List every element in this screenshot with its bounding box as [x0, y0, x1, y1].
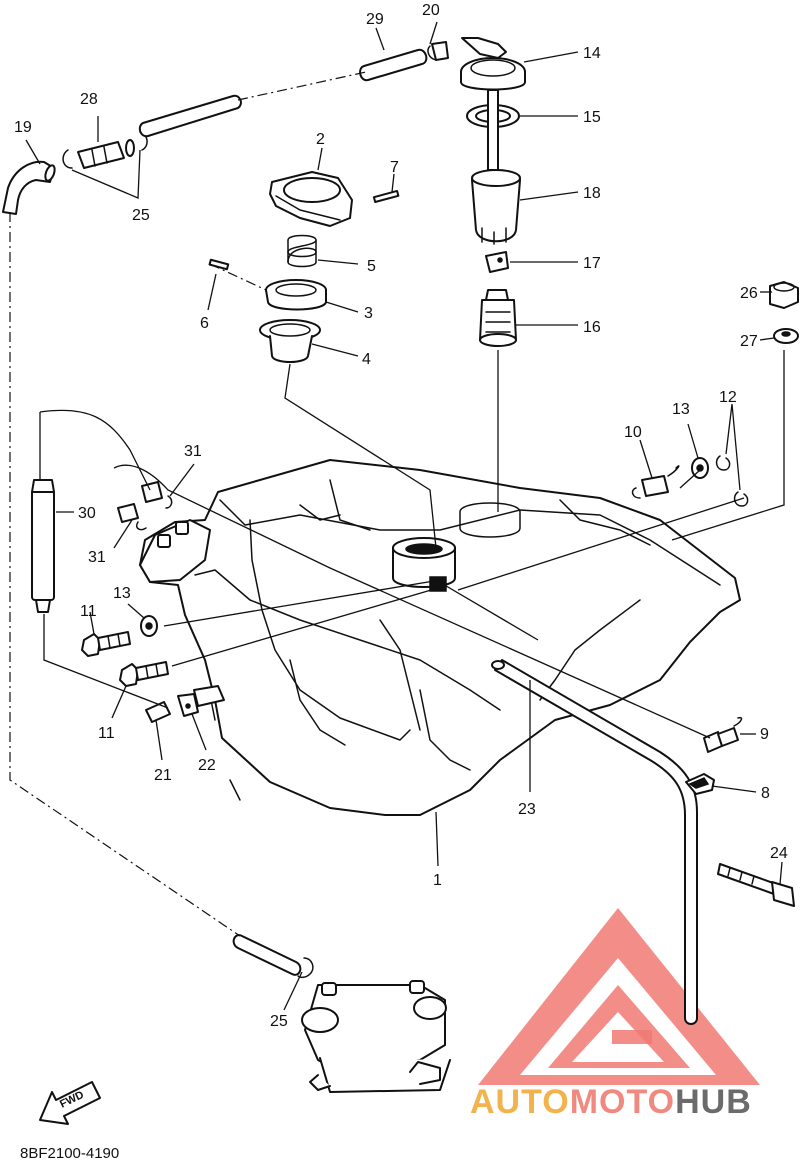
- callout-29: 29: [366, 11, 384, 28]
- bolt-11-lower: [119, 661, 169, 687]
- clip-22: [177, 693, 199, 717]
- fuel-valve-cap-14: [460, 37, 526, 91]
- bolt-11-upper: [81, 631, 131, 657]
- fitting-9: [703, 716, 743, 753]
- callout-10: 10: [624, 424, 642, 441]
- watermark-part-auto: AUTO: [470, 1083, 570, 1121]
- callout-3: 3: [364, 305, 373, 322]
- fwd-arrow-icon: FWD: [39, 1081, 101, 1125]
- clip-17: [485, 251, 509, 273]
- vent-pipe: [491, 659, 698, 1025]
- callout-11-upper: 11: [80, 603, 97, 620]
- callout-24: 24: [770, 845, 788, 862]
- callout-4: 4: [362, 351, 371, 368]
- washer-27: [773, 328, 799, 344]
- strainer-18: [471, 169, 521, 245]
- callout-28: 28: [80, 91, 98, 108]
- clip-12: [715, 455, 749, 507]
- washer-13-left: [140, 615, 158, 637]
- pin-6: [208, 258, 230, 271]
- diagram-code: 8BF2100-4190: [20, 1145, 119, 1162]
- callout-26: 26: [740, 285, 758, 302]
- hose-19: [2, 160, 56, 215]
- callout-19: 19: [14, 119, 32, 136]
- clip-20: [427, 41, 449, 61]
- watermark-text: AUTOMOTOHUB: [470, 1083, 752, 1121]
- watermark-logo: [478, 908, 760, 1085]
- callout-21: 21: [154, 767, 172, 784]
- clip-25-lower: [297, 957, 314, 979]
- callout-16: 16: [583, 319, 601, 336]
- callout-2: 2: [316, 131, 325, 148]
- callout-8: 8: [761, 785, 770, 802]
- callout-18: 18: [583, 185, 601, 202]
- callout-30: 30: [78, 505, 96, 522]
- fuel-cap-2: [269, 171, 353, 227]
- pin-7: [372, 189, 400, 204]
- callout-6: 6: [200, 315, 209, 332]
- callout-31-upper: 31: [184, 443, 202, 460]
- clip-10: [631, 465, 680, 499]
- callout-15: 15: [583, 109, 601, 126]
- gasket-4: [259, 319, 321, 363]
- callout-27: 27: [740, 333, 758, 350]
- hose-29: [359, 48, 428, 82]
- callout-23: 23: [518, 801, 536, 818]
- callout-7: 7: [390, 159, 399, 176]
- callout-25-lower: 25: [270, 1013, 288, 1030]
- alignment-lines: [9, 71, 785, 937]
- watermark-part-moto: MOTO: [570, 1083, 675, 1121]
- callout-labels: 1 2 3 4 5 6 7 8 9 10 11 11 12 13 13 14 1…: [14, 2, 788, 1030]
- callout-22: 22: [198, 757, 216, 774]
- valve-stem: [487, 89, 499, 171]
- spring-5: [287, 234, 317, 268]
- callout-25-upper: 25: [132, 207, 150, 224]
- filter-16: [479, 289, 517, 347]
- fuel-pump: [301, 980, 451, 1093]
- callout-9: 9: [760, 726, 769, 743]
- watermark-part-hub: HUB: [675, 1083, 752, 1121]
- callout-20: 20: [422, 2, 440, 19]
- callout-14: 14: [583, 45, 601, 62]
- callout-13-left: 13: [113, 585, 131, 602]
- callout-31-lower: 31: [88, 549, 106, 566]
- callout-5: 5: [367, 258, 376, 275]
- callout-17: 17: [583, 255, 601, 272]
- hose-upper: [138, 94, 242, 138]
- hose-lower: [232, 934, 302, 976]
- seal-3: [265, 279, 327, 311]
- callout-12: 12: [719, 389, 737, 406]
- callout-11-lower: 11: [98, 725, 115, 742]
- grommet-21: [145, 701, 171, 723]
- clip-31-pair: [117, 481, 173, 531]
- hose-30: [31, 479, 55, 613]
- callout-leaders: [25, 21, 783, 1011]
- nut-26: [769, 281, 799, 309]
- cap-8: [685, 773, 715, 795]
- fuel-tank: [139, 459, 741, 816]
- joint-28: [77, 139, 135, 169]
- callout-1: 1: [433, 872, 442, 889]
- callout-13-right: 13: [672, 401, 690, 418]
- band-24: [717, 863, 795, 907]
